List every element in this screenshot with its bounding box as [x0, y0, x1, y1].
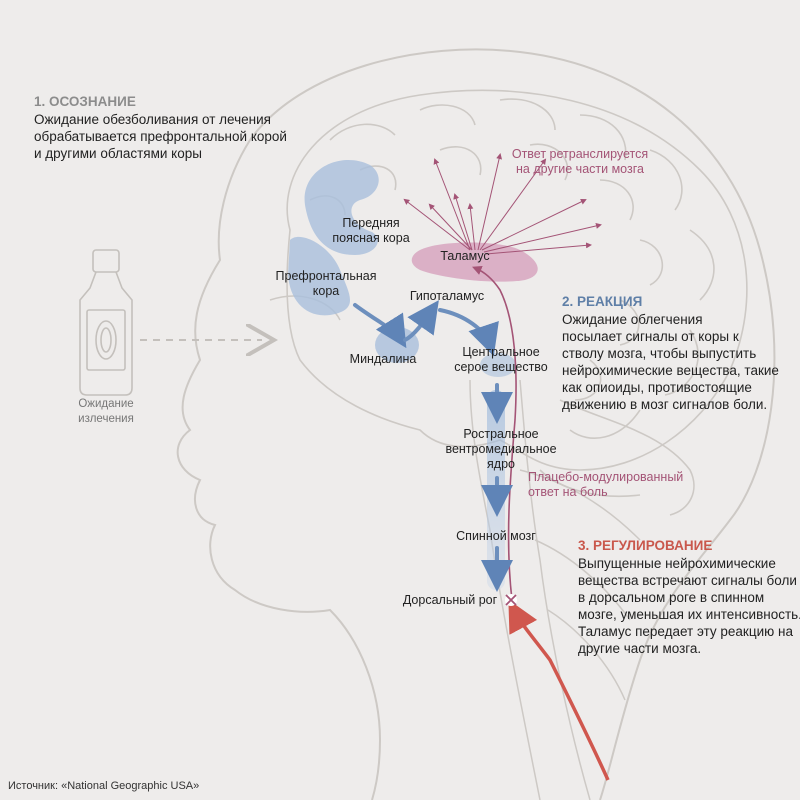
acc-region — [304, 159, 379, 255]
step-reaction-line: движению в мозг сигналов боли. — [562, 397, 768, 412]
descending-arrows — [353, 300, 513, 592]
head-outline — [176, 48, 776, 800]
label-spinal-cord-line: Спинной мозг — [456, 529, 536, 543]
label-acc: Передняя поясная кора — [316, 216, 426, 246]
label-dorsal-horn-line: Дорсальный рог — [402, 593, 498, 607]
step-regulation-line: вещества встречают сигналы боли — [578, 573, 797, 588]
step-awareness-line: и другими областями коры — [34, 146, 202, 161]
block-x-icon — [505, 594, 517, 606]
label-hypothalamus: Гипоталамус — [402, 289, 492, 304]
step-awareness-line: обрабатывается префронтальной корой — [34, 129, 287, 144]
annotation-bottle-line: Ожидание — [78, 398, 134, 410]
pain-signal-arrow — [508, 599, 610, 781]
annotation-bottle-line: излечения — [78, 413, 134, 425]
label-dorsal-horn: Дорсальный рог — [398, 593, 502, 608]
annotation-bottle: Ожидание излечения — [66, 397, 146, 427]
step-reaction-line: Ожидание облегчения — [562, 312, 703, 327]
step-regulation-line: другие части мозга. — [578, 641, 702, 656]
step-regulation-heading: 3. РЕГУЛИРОВАНИЕ — [578, 538, 713, 553]
step-reaction-line: как опиоиды, противостоящие — [562, 380, 752, 395]
step-reaction: 2. РЕАКЦИЯ Ожидание облегчения посылает … — [562, 293, 779, 413]
brain-outline — [286, 89, 748, 516]
annotation-placebo: Плацебо-модулированный ответ на боль — [528, 470, 688, 500]
label-acc-line: поясная кора — [332, 231, 410, 245]
step-reaction-line: посылает сигналы от коры к — [562, 329, 739, 344]
label-pfc-line: кора — [312, 284, 340, 298]
pfc-region — [288, 236, 350, 316]
annotation-relay-line: Ответ ретранслируется — [511, 147, 649, 161]
step-reaction-line: стволу мозга, чтобы выпустить — [562, 346, 757, 361]
step-awareness-line: Ожидание обезболивания от лечения — [34, 112, 271, 127]
label-pfc: Префронтальная кора — [266, 269, 386, 299]
label-thalamus: Таламус — [430, 249, 500, 264]
label-pag: Центральное серое вещество — [446, 345, 556, 375]
annotation-relay-line: на другие части мозга — [516, 162, 644, 176]
label-rvm-line: ядро — [487, 457, 515, 471]
label-pag-line: серое вещество — [454, 360, 548, 374]
label-hypothalamus-line: Гипоталамус — [409, 289, 485, 303]
step-regulation-line: Выпущенные нейрохимические — [578, 556, 776, 571]
medicine-bottle-icon — [79, 249, 133, 396]
label-pag-line: Центральное — [462, 345, 540, 359]
annotation-placebo-line: Плацебо-модулированный — [528, 470, 684, 484]
annotation-placebo-line: ответ на боль — [528, 485, 608, 499]
label-thalamus-line: Таламус — [440, 249, 490, 263]
source-credit: Источник: «National Geographic USA» — [8, 780, 200, 792]
label-rvm-line: Ростральное — [463, 427, 539, 441]
label-spinal-cord: Спинной мозг — [446, 529, 546, 544]
label-acc-line: Передняя — [342, 216, 400, 230]
step-regulation-line: мозге, уменьшая их интенсивность. — [578, 607, 800, 622]
step-awareness: 1. ОСОЗНАНИЕ Ожидание обезболивания от л… — [34, 93, 287, 162]
step-awareness-heading: 1. ОСОЗНАНИЕ — [34, 94, 136, 109]
step-regulation-line: в дорсальном роге в спинном — [578, 590, 765, 605]
label-amygdala: Миндалина — [338, 352, 428, 367]
label-rvm: Ростральное вентромедиальное ядро — [436, 427, 566, 472]
spine-column — [469, 379, 641, 800]
label-pfc-line: Префронтальная — [275, 269, 377, 283]
annotation-relay: Ответ ретранслируется на другие части мо… — [505, 147, 655, 177]
step-reaction-line: нейрохимические вещества, такие — [562, 363, 779, 378]
label-amygdala-line: Миндалина — [349, 352, 417, 366]
placebo-response-path — [472, 265, 517, 601]
step-reaction-heading: 2. РЕАКЦИЯ — [562, 294, 643, 309]
relay-arrows — [403, 153, 602, 255]
step-regulation: 3. РЕГУЛИРОВАНИЕ Выпущенные нейрохимичес… — [578, 537, 800, 657]
label-rvm-line: вентромедиальное — [445, 442, 557, 456]
pag-region — [480, 353, 516, 377]
step-regulation-line: Таламус передает эту реакцию на — [578, 624, 793, 639]
